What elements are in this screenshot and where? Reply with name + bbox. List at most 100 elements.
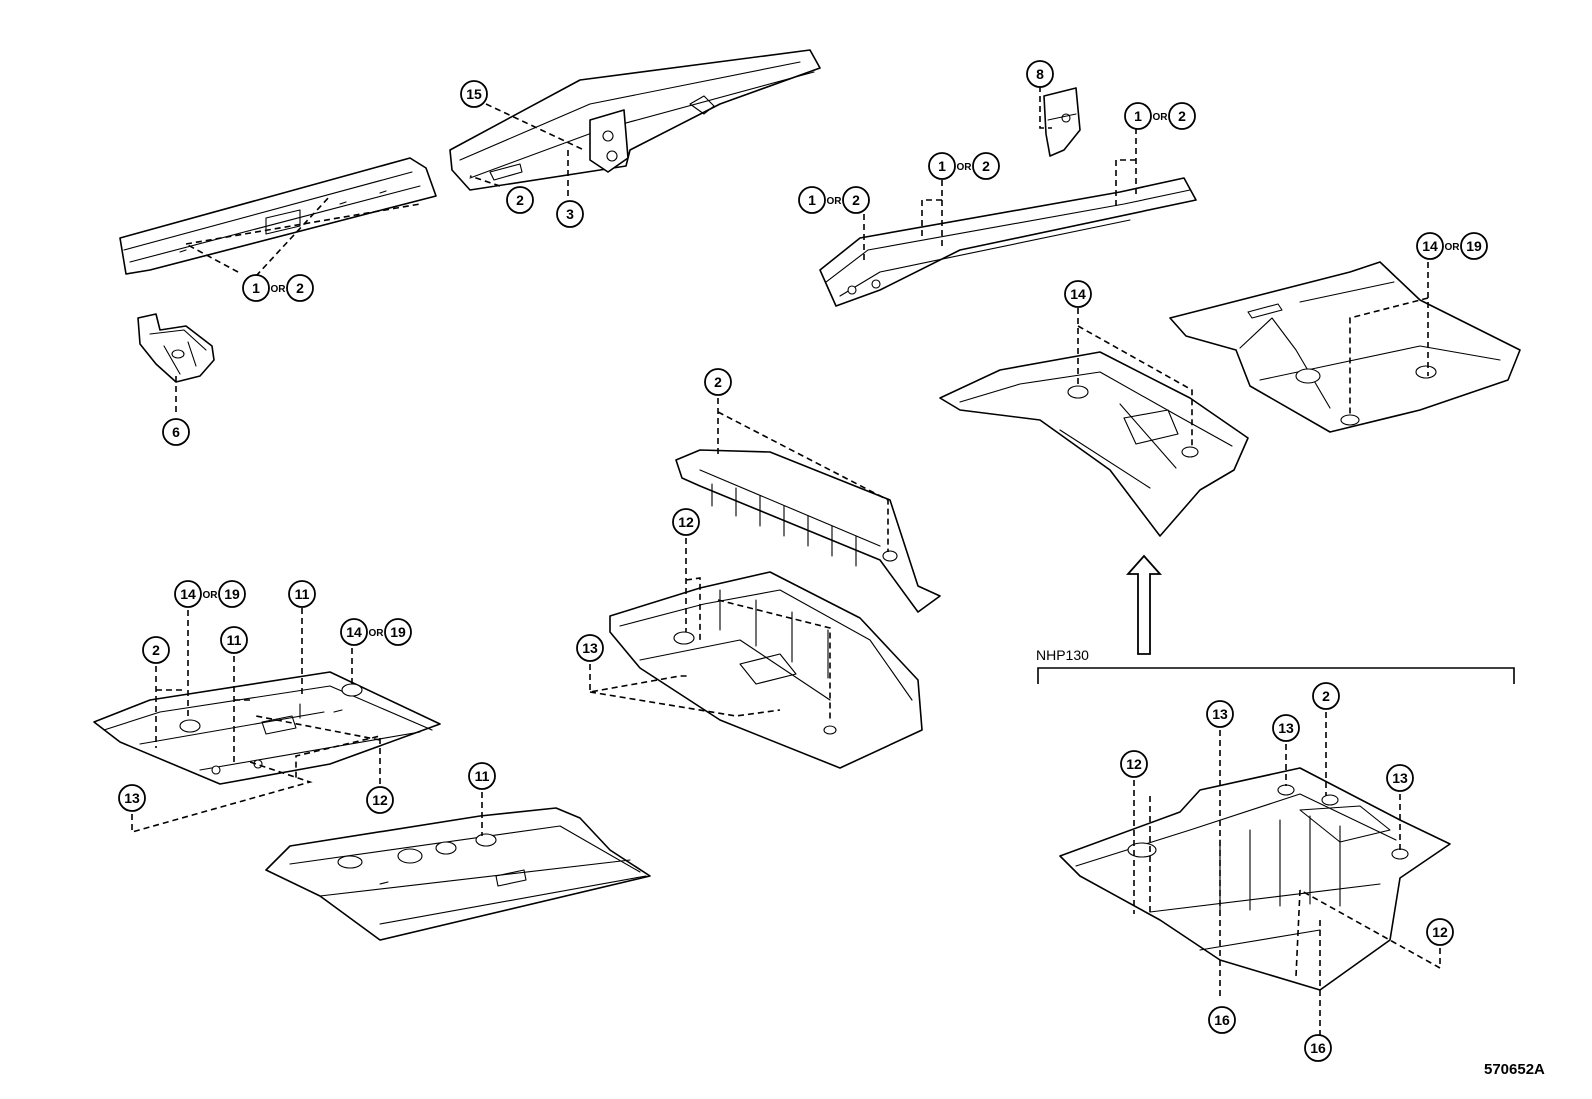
- callout-circle: [242, 274, 270, 302]
- callout-circle: [506, 186, 534, 214]
- rear-floor-pan-part: [1169, 261, 1521, 433]
- callout-number: 15: [466, 86, 482, 102]
- callout-circle: [1386, 764, 1414, 792]
- callout-circle: [798, 186, 826, 214]
- or-label: OR: [1445, 242, 1461, 253]
- callout-16: 16: [1304, 1034, 1332, 1062]
- rear-floor-side-rail-part: [819, 177, 1197, 307]
- callout-number: 19: [224, 586, 240, 602]
- callout-number: 2: [982, 158, 990, 174]
- callout-number: 1: [808, 192, 816, 208]
- callout-circle: [118, 784, 146, 812]
- callout-number: 2: [152, 642, 160, 658]
- callout-number: 8: [1036, 66, 1044, 82]
- callout-12: 12: [366, 786, 394, 814]
- callout-circle: [288, 580, 316, 608]
- callout-number: 11: [475, 768, 490, 784]
- callout-circle: [842, 186, 870, 214]
- callout-number: 14: [1070, 286, 1086, 302]
- callout-13: 13: [576, 634, 604, 662]
- callout-number: 2: [1178, 108, 1186, 124]
- callout-number: 14: [1422, 238, 1438, 254]
- figure-code: 570652A: [1484, 1061, 1545, 1078]
- callout-circle: [460, 80, 488, 108]
- callout-number: 1: [1134, 108, 1142, 124]
- callout-circle: [1120, 750, 1148, 778]
- callout-circle: [162, 418, 190, 446]
- callout-number: 13: [582, 640, 598, 656]
- callout-2: 2: [704, 368, 732, 396]
- callout-circle: [1124, 102, 1152, 130]
- variant-label: NHP130: [1036, 647, 1089, 663]
- callout-number: 13: [124, 790, 140, 806]
- callout-number: 2: [516, 192, 524, 208]
- callout-circle: [142, 636, 170, 664]
- or-label: OR: [957, 162, 973, 173]
- callout-13: 13: [118, 784, 146, 812]
- up-arrow-icon: [1125, 554, 1163, 655]
- callout-circle: [1168, 102, 1196, 130]
- callout-circle: [1426, 918, 1454, 946]
- callout-number: 1: [938, 158, 946, 174]
- callout-circle: [1026, 60, 1054, 88]
- callout-number: 19: [1466, 238, 1482, 254]
- callout-2: 2: [1312, 682, 1340, 710]
- callout-circle: [576, 634, 604, 662]
- callout-number: 2: [852, 192, 860, 208]
- callout-circle: [704, 368, 732, 396]
- callout-circle: [1416, 232, 1444, 260]
- callout-number: 1: [252, 280, 260, 296]
- callout-2: 2: [506, 186, 534, 214]
- callout-number: 2: [296, 280, 304, 296]
- callout-13: 13: [1272, 714, 1300, 742]
- callout-6: 6: [162, 418, 190, 446]
- callout-number: 13: [1278, 720, 1294, 736]
- callout-circle: [218, 580, 246, 608]
- callout-circle: [286, 274, 314, 302]
- callout-circle: [1312, 682, 1340, 710]
- nhp130-variant-bracket: [1037, 667, 1515, 684]
- callout-number: 19: [390, 624, 406, 640]
- callout-circle: [340, 618, 368, 646]
- floor-bracket-part: [137, 313, 215, 383]
- callout-number: 11: [227, 632, 242, 648]
- or-label: OR: [203, 590, 219, 601]
- callout-number: 3: [566, 206, 574, 222]
- center-floor-pan-part: [939, 351, 1249, 537]
- callout-1-or-2: 1 OR 2: [928, 152, 1000, 180]
- callout-circle: [1206, 700, 1234, 728]
- callout-circle: [1272, 714, 1300, 742]
- rear-crossmember-part: [675, 449, 941, 613]
- main-floor-panel-part: [265, 807, 651, 941]
- front-floor-panel-part: [93, 671, 441, 785]
- callout-circle: [972, 152, 1000, 180]
- callout-number: 13: [1392, 770, 1408, 786]
- callout-number: 12: [678, 514, 694, 530]
- callout-number: 2: [1322, 688, 1330, 704]
- callout-circle: [1304, 1034, 1332, 1062]
- callout-circle: [366, 786, 394, 814]
- callout-15: 15: [460, 80, 488, 108]
- callout-circle: [220, 626, 248, 654]
- callout-14: 14: [1064, 280, 1092, 308]
- callout-number: 11: [295, 586, 310, 602]
- rear-floor-center-part: [609, 571, 923, 769]
- nhp130-rear-floor-part: [1059, 767, 1451, 991]
- callout-number: 12: [1432, 924, 1448, 940]
- callout-circle: [672, 508, 700, 536]
- callout-number: 16: [1310, 1040, 1326, 1056]
- callout-number: 16: [1214, 1012, 1230, 1028]
- callout-13: 13: [1386, 764, 1414, 792]
- callout-circle: [1064, 280, 1092, 308]
- callout-13: 13: [1206, 700, 1234, 728]
- callout-number: 12: [1126, 756, 1142, 772]
- or-label: OR: [1153, 112, 1169, 123]
- callout-circle: [1208, 1006, 1236, 1034]
- or-label: OR: [271, 284, 287, 295]
- callout-8: 8: [1026, 60, 1054, 88]
- callout-circle: [174, 580, 202, 608]
